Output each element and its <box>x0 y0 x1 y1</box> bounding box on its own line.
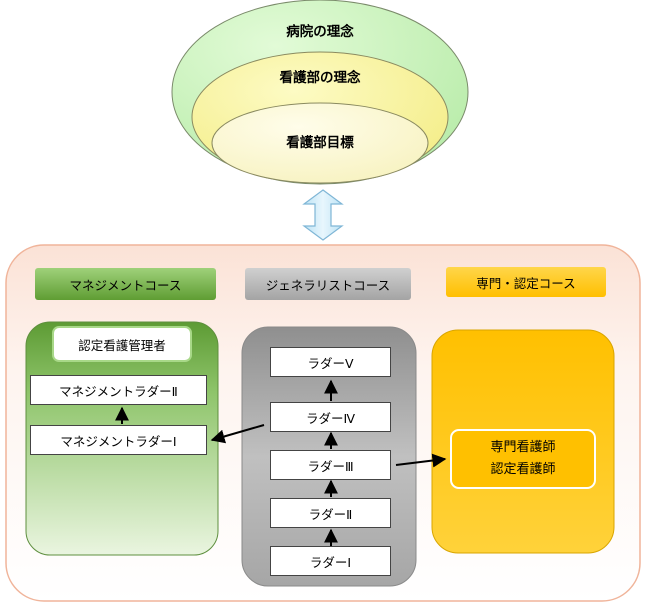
ladder-1-box: ラダーⅠ <box>270 546 391 576</box>
management-course-header: マネジメントコース <box>69 277 182 293</box>
management-ladder-2-box: マネジメントラダーⅡ <box>30 375 207 405</box>
arrow-to-management <box>210 424 265 444</box>
ladder-5-box: ラダーⅤ <box>270 347 391 377</box>
header-bar-specialist <box>446 267 606 297</box>
oval-nursing-goal <box>211 102 429 184</box>
hospital-philosophy-label: 病院の理念 <box>286 24 354 40</box>
specialist-course-header: 専門・認定コース <box>476 275 576 291</box>
certified-nurse-administrator-box: 認定看護管理者 <box>52 326 192 362</box>
nursing-dept-philosophy-label: 看護部の理念 <box>279 70 361 86</box>
header-bar-generalist <box>245 268 411 300</box>
generalist-course-header: ジェネラリストコース <box>265 277 391 293</box>
ladder-4-box: ラダーⅣ <box>270 402 391 432</box>
ladder-3-box: ラダーⅢ <box>270 450 391 480</box>
certified-nurse-specialist-label: 専門看護師 <box>490 440 556 455</box>
specialist-nurse-box: 専門看護師 認定看護師 <box>450 429 596 489</box>
certified-nurse-label: 認定看護師 <box>490 462 556 477</box>
ladder-2-box: ラダーⅡ <box>270 498 391 528</box>
management-ladder-1-box: マネジメントラダーⅠ <box>30 425 207 455</box>
arrow-to-specialist <box>395 453 447 468</box>
double-arrow-icon <box>302 189 344 241</box>
header-bar-management <box>35 268 216 300</box>
nursing-goal-label: 看護部目標 <box>286 135 354 151</box>
